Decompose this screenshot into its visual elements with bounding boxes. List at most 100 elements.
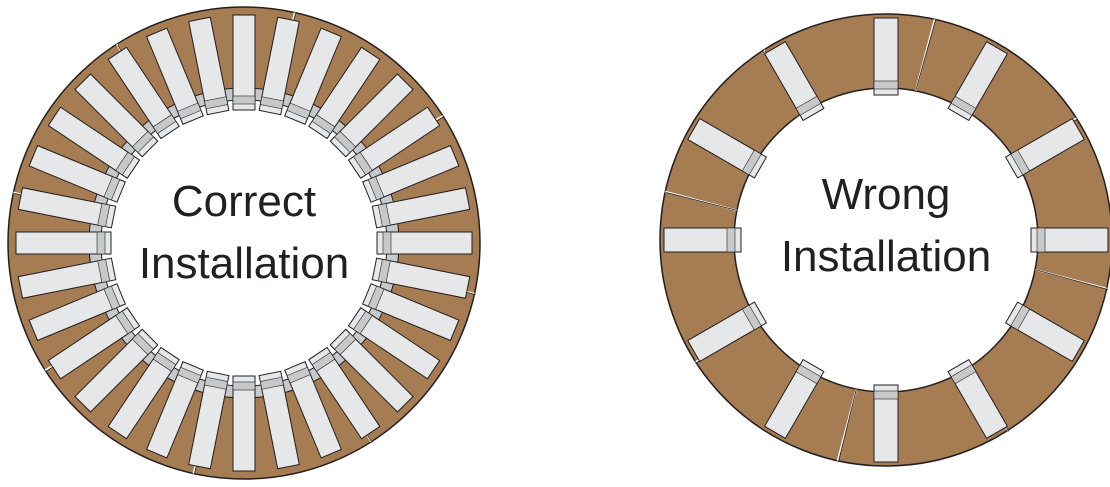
slat-body — [308, 46, 381, 140]
slat-body — [371, 187, 471, 229]
slat-body — [258, 370, 300, 470]
slat — [284, 27, 343, 125]
slat-body — [107, 346, 180, 440]
segment-seam-edge — [1034, 269, 1108, 290]
slat-body — [188, 370, 230, 470]
slat — [17, 187, 117, 229]
slat-clip — [259, 96, 284, 110]
slat — [232, 14, 256, 111]
slat-clip — [334, 333, 357, 356]
slat — [329, 73, 414, 158]
slat-body — [258, 16, 300, 116]
correct-label-line2: Installation — [139, 239, 349, 288]
correct-label-line1: Correct — [172, 177, 316, 226]
slat-clip — [152, 114, 177, 134]
slat — [1030, 227, 1109, 253]
wrong-installation-ring — [659, 13, 1110, 467]
slat — [28, 144, 126, 203]
slat-body — [17, 257, 117, 299]
slat-clip — [103, 176, 121, 201]
slat-body — [145, 27, 204, 125]
slat-clip — [1036, 227, 1046, 253]
slat — [362, 144, 460, 203]
slat-clip — [1010, 149, 1031, 176]
slat-body — [362, 144, 460, 203]
slat — [258, 370, 300, 470]
slat-body — [28, 283, 126, 342]
slat — [15, 231, 112, 255]
slat-clip — [232, 381, 256, 391]
slat-body — [329, 328, 414, 413]
slat-body — [17, 187, 117, 229]
slat-clip — [311, 114, 336, 134]
slat — [763, 41, 825, 122]
slat — [188, 16, 230, 116]
slat-body — [232, 14, 256, 111]
slat — [763, 358, 825, 439]
slat-body — [188, 16, 230, 116]
slat-clip — [950, 95, 977, 116]
slat-clip — [741, 304, 762, 331]
slat-body — [371, 257, 471, 299]
wrong-label-line2: Installation — [781, 232, 991, 281]
slat — [74, 328, 159, 413]
slat — [362, 283, 460, 342]
slat-clip — [286, 102, 311, 120]
slat — [145, 361, 204, 459]
slat-body — [15, 231, 112, 255]
slat — [17, 257, 117, 299]
segment-seam-edge — [838, 388, 857, 462]
slat-body — [47, 307, 141, 380]
slat — [687, 117, 768, 179]
slat-clip — [131, 333, 154, 356]
slat-clip — [353, 151, 373, 176]
slat-clip — [873, 80, 899, 90]
slat-clip — [311, 352, 336, 372]
slat-body — [362, 283, 460, 342]
slat — [873, 384, 899, 463]
slat-clip — [103, 285, 121, 310]
slat — [347, 106, 441, 179]
slat — [329, 328, 414, 413]
slat-body — [873, 384, 899, 463]
slat — [47, 307, 141, 380]
slat-body — [47, 106, 141, 179]
slat-body — [376, 231, 473, 255]
slat-body — [74, 73, 159, 158]
slat-body — [232, 375, 256, 472]
slat — [107, 46, 180, 140]
slat-clip — [377, 258, 391, 283]
slat-clip — [204, 376, 229, 390]
slat-clip — [382, 231, 392, 255]
slat — [947, 41, 1009, 122]
slat — [371, 187, 471, 229]
slat-clip — [259, 376, 284, 390]
slat-body — [284, 27, 343, 125]
slat-clip — [177, 102, 202, 120]
slat — [947, 358, 1009, 439]
slat-clip — [1010, 304, 1031, 331]
slat-clip — [367, 176, 385, 201]
slat — [371, 257, 471, 299]
slat — [687, 301, 768, 363]
slat — [145, 27, 204, 125]
correct-installation-ring — [7, 6, 481, 480]
slat-clip — [353, 310, 373, 335]
slat-clip — [377, 203, 391, 228]
slat-clip — [131, 130, 154, 153]
slat — [107, 346, 180, 440]
wrong-label-line1: Wrong — [822, 170, 951, 219]
slat — [74, 73, 159, 158]
slat-clip — [873, 390, 899, 400]
slat-body — [28, 144, 126, 203]
slat — [47, 106, 141, 179]
slat-body — [145, 361, 204, 459]
slat — [258, 16, 300, 116]
slat — [663, 227, 742, 253]
segment-seam-edge — [666, 192, 738, 211]
slat-body — [284, 361, 343, 459]
slat-clip — [152, 352, 177, 372]
slat-body — [329, 73, 414, 158]
